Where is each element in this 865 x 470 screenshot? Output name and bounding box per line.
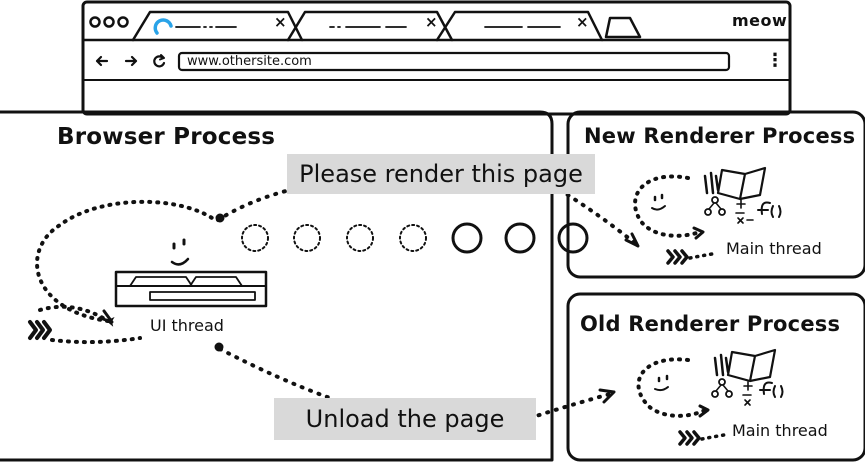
chevron-tail-dots <box>700 433 726 441</box>
unload-arrowhead <box>598 388 616 404</box>
unload-path-dots <box>218 347 332 400</box>
tab-1[interactable] <box>131 10 304 42</box>
pending-message-icon <box>241 224 269 252</box>
open-book-icon <box>726 348 777 383</box>
render-request-arrow <box>558 188 638 246</box>
back-icon[interactable] <box>95 55 109 67</box>
reload-icon-arrow <box>159 54 165 61</box>
render-arrowhead <box>624 232 640 248</box>
main-thread-loop <box>633 174 702 238</box>
browser-brand-label: meow <box>732 11 788 30</box>
books-icon <box>703 171 720 195</box>
address-bar[interactable] <box>177 51 731 72</box>
browser-process-box <box>0 110 554 462</box>
math-ops-icon <box>742 381 753 406</box>
sent-message-icon <box>557 222 589 254</box>
ui-thread-tail-dots <box>50 336 142 345</box>
function-icon <box>757 201 782 218</box>
loop-arrowhead <box>698 404 710 418</box>
tree-edges <box>715 384 729 392</box>
new-renderer-figure <box>633 166 782 265</box>
books-icon <box>713 353 730 377</box>
ui-to-message-line <box>216 188 292 222</box>
tab-2-close-icon[interactable]: × <box>425 13 438 31</box>
main-thread-loop <box>636 357 707 418</box>
window-dot-icon <box>89 16 101 28</box>
triple-chevron-icon <box>28 320 52 340</box>
unload-message-path <box>214 342 616 420</box>
old-renderer-figure <box>636 348 784 446</box>
tab-1-close-icon[interactable]: × <box>274 13 287 31</box>
old-renderer-box <box>566 292 865 462</box>
loop-arrowhead <box>98 309 114 324</box>
address-bar-url[interactable]: www.othersite.com <box>187 54 312 69</box>
new-tab-button[interactable] <box>604 16 642 39</box>
new-renderer-thread-label: Main thread <box>726 239 822 258</box>
tree-node-icon <box>704 208 712 216</box>
mini-browser-tabs <box>129 276 243 287</box>
ui-thread-loop-arrow <box>35 199 217 327</box>
function-icon <box>759 381 784 398</box>
forward-icon[interactable] <box>124 55 138 67</box>
ui-thread-figure <box>28 199 268 345</box>
message-origin-dot <box>215 213 225 223</box>
window-dot-icon <box>103 16 115 28</box>
math-ops-icon <box>735 199 754 224</box>
window-dot-icon <box>117 16 129 28</box>
face-flat-mouth <box>654 386 669 392</box>
tab-3-close-icon[interactable]: × <box>576 13 589 31</box>
tree-node-icon <box>725 390 733 398</box>
old-renderer-title: Old Renderer Process <box>580 312 841 336</box>
mini-browser-icon <box>114 270 268 308</box>
tree-node-icon <box>718 208 726 216</box>
triple-chevron-icon <box>666 249 689 265</box>
sent-message-icon <box>504 222 536 254</box>
open-book-icon <box>716 166 767 201</box>
pending-message-icon <box>346 224 374 252</box>
browser-process-title: Browser Process <box>57 124 276 150</box>
chevron-tail-dots <box>688 252 714 260</box>
face-smile <box>170 257 190 266</box>
tab-3[interactable] <box>435 10 604 42</box>
render-request-callout: Please render this page <box>287 154 595 194</box>
tab-2[interactable] <box>286 10 454 42</box>
face-smile <box>651 205 666 211</box>
tree-edges <box>708 202 722 210</box>
ui-thread-label: UI thread <box>150 316 224 335</box>
unload-to-old-renderer-arrow <box>528 392 612 420</box>
pending-message-icon <box>399 224 427 252</box>
loop-arrowhead <box>692 226 705 240</box>
old-renderer-thread-label: Main thread <box>732 421 828 440</box>
loading-spinner-icon <box>153 18 173 35</box>
reload-icon[interactable] <box>153 55 166 68</box>
sent-message-icon <box>451 222 483 254</box>
tree-node-icon <box>711 390 719 398</box>
tree-node-icon <box>711 196 719 204</box>
triple-chevron-icon <box>678 430 701 446</box>
new-renderer-title: New Renderer Process <box>584 124 856 148</box>
pending-message-icon <box>293 224 321 252</box>
ipc-message-queue <box>215 188 640 254</box>
tree-node-icon <box>718 378 726 386</box>
unload-request-callout: Unload the page <box>274 398 536 440</box>
menu-icon[interactable]: ⋮ <box>766 50 784 71</box>
browser-window-frame <box>81 0 792 116</box>
mini-address-bar <box>149 291 256 301</box>
